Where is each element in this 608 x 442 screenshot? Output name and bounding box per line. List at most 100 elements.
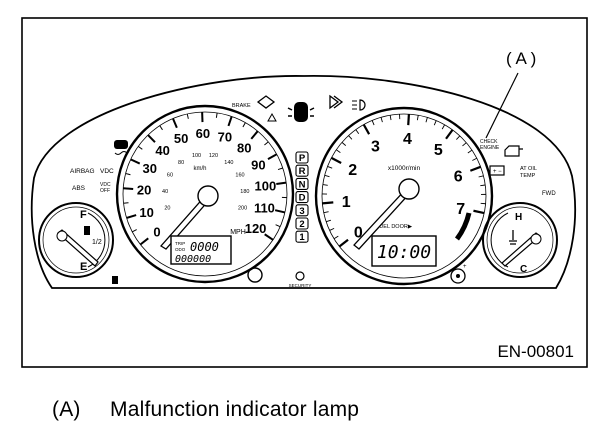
low-fuel-icon: [112, 276, 118, 284]
tachometer-tick: [389, 115, 392, 121]
tachometer-tick: [469, 165, 482, 172]
speedometer-mph-label: 80: [237, 140, 251, 155]
tachometer-tick: [333, 235, 339, 240]
callout-marker: ( A ): [506, 49, 536, 68]
tachometer-tick: [478, 175, 484, 178]
tachometer-unit: x1000r/min: [388, 165, 421, 172]
caption-key: (A): [52, 398, 81, 421]
speedometer-mph-label: 90: [251, 157, 265, 172]
vdc-label: VDC: [100, 168, 114, 175]
speedometer-kmh-label: 60: [167, 173, 173, 179]
fuel-empty-label: E: [80, 261, 87, 273]
speedometer-outer-ring: [115, 104, 295, 284]
temp-gauge-hub: [530, 233, 542, 245]
speedometer-mph-label: 20: [137, 183, 151, 198]
gear-position-box: [295, 217, 309, 230]
tachometer-tick: [467, 149, 473, 154]
speedometer-inner-ring: [122, 111, 288, 277]
gear-position-2: 2: [299, 219, 304, 230]
gear-position-box: [295, 204, 309, 217]
cluster-housing: [30, 75, 577, 289]
abs-label: ABS: [72, 185, 86, 192]
gear-position-box: [295, 177, 309, 190]
speedometer-tick: [126, 214, 137, 219]
speedometer-tick: [147, 134, 156, 143]
speedometer-tick: [242, 122, 246, 128]
trip-label: TRIP: [175, 241, 185, 246]
speedometer-tick: [215, 112, 218, 118]
tachometer-label: 4: [403, 131, 412, 148]
gear-position-box: [295, 164, 309, 177]
speedometer-tick: [276, 181, 287, 185]
warning-lamps: BRAKE AIRBAG VDC ABS VDC OFF CHECK: [70, 94, 556, 288]
gear-position-P: P: [299, 153, 306, 164]
tachometer-tick: [335, 149, 341, 153]
gear-position-1: 1: [299, 232, 305, 243]
speedometer-mph-label: 70: [218, 129, 232, 144]
temp-gauge-scale: [490, 212, 509, 268]
speedometer-mph-label: 100: [255, 179, 277, 194]
fuel-full-label: F: [80, 209, 87, 221]
speedometer-tick: [125, 172, 131, 176]
gear-position-box: [295, 230, 309, 243]
tachometer-tick: [362, 124, 371, 135]
turn-signal-right-icon: [329, 94, 344, 110]
speedometer-tick: [277, 167, 283, 171]
fuel-gauge-hub: [56, 230, 68, 242]
speedometer-tick: [227, 116, 233, 127]
gear-position-3: 3: [299, 206, 304, 217]
tachometer-tick: [327, 166, 333, 169]
figure-frame: [21, 17, 588, 368]
gear-position-D: D: [299, 193, 306, 204]
clock-value: 10:00: [377, 242, 431, 263]
tachometer-tick: [341, 142, 347, 146]
tachometer-tick: [380, 117, 383, 123]
fwd-label: FWD: [542, 191, 556, 197]
speedometer-tick: [267, 153, 278, 160]
speedometer-kmh-unit: km/h: [193, 166, 206, 172]
check-engine-label-line2: ENGINE: [480, 145, 500, 151]
speedometer-kmh-label: 20: [164, 206, 170, 212]
clock-display: [371, 235, 437, 267]
tachometer-label: 2: [348, 162, 357, 179]
tachometer-tick: [348, 135, 353, 140]
fuel-gauge-inner-ring: [42, 206, 110, 274]
tachometer-label: 6: [454, 168, 463, 185]
figure-caption: (A) Malfunction indicator lamp: [52, 398, 359, 422]
speedometer-tick: [139, 237, 149, 246]
caption-text: Malfunction indicator lamp: [110, 398, 360, 421]
odometer-display: [170, 235, 232, 265]
fuel-half-label: 1/2: [92, 239, 102, 246]
speedometer-tick: [123, 187, 134, 190]
temp-gauge-inner-ring: [486, 206, 554, 274]
tachometer-needle-hub: [398, 178, 420, 200]
tachometer-tick: [324, 174, 330, 178]
tachometer-label: 1: [342, 194, 351, 211]
turn-signal-left-icon: [256, 95, 276, 109]
odo-label: ODO: [175, 247, 186, 252]
speedometer-tick: [172, 118, 178, 129]
speedometer-ticks: [123, 112, 287, 246]
battery-icon: [489, 165, 505, 176]
lamp-circle-indicator: [247, 267, 263, 283]
headlight-icon: [352, 99, 366, 111]
tachometer-inner-ring: [321, 113, 487, 279]
tachometer-tick: [456, 135, 461, 140]
tachometer-tick: [322, 201, 334, 205]
tachometer-tick: [371, 120, 375, 126]
cruise-indicator-icon: +: [450, 264, 467, 284]
temp-cold-label: C: [520, 264, 527, 275]
security-label: SECURITY: [289, 283, 312, 288]
speedometer-tick: [130, 158, 141, 165]
at-oil-temp-label-line1: AT OIL: [520, 166, 537, 172]
speedometer-kmh-label: 200: [238, 206, 247, 212]
speedometer-kmh-label: 100: [192, 153, 201, 159]
seatbelt-warning-icon: [267, 112, 277, 122]
tachometer-tick: [480, 184, 486, 187]
speedometer-tick: [137, 145, 143, 150]
speedometer-mph-label: 10: [139, 205, 153, 220]
gear-position-N: N: [299, 179, 306, 190]
